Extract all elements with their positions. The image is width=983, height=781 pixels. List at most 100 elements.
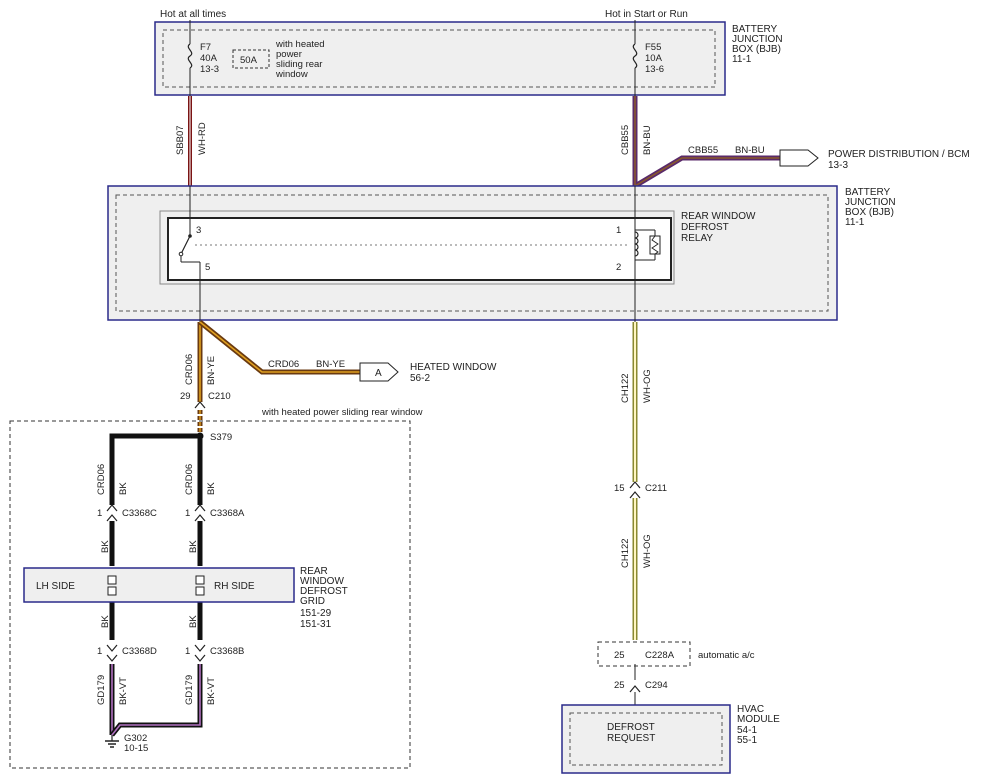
wire-ch122-bot-id: CH122 [620,538,631,568]
fuse-alt-note-3: sliding rear [276,59,322,70]
wire-crd06-lh-id: CRD06 [96,464,107,495]
c3368d-id: C3368D [122,646,157,657]
wire-crd06-h-id: CRD06 [268,359,299,370]
connector-c3368c-icon [106,504,118,522]
wire-gd179-rh-id: GD179 [184,675,195,705]
relay-pin-3: 3 [196,225,201,236]
grid-lh-side: LH SIDE [36,581,75,592]
c228a-pin: 25 [614,650,625,661]
wire-ch122-top-color: WH-OG [642,369,653,403]
ground-icon [105,735,119,748]
connector-c210-icon [194,401,206,409]
relay-pin-5: 5 [205,262,210,273]
c3368b-id: C3368B [210,646,244,657]
wire-ch122-top-id: CH122 [620,373,631,403]
grid-ref-1: 151-29 [300,608,332,619]
bjb-mid-name-4: 11-1 [845,217,865,228]
fuse-alt-rating: 50A [240,55,258,66]
power-distribution-ref: 13-3 [828,160,848,171]
grid-ref-2: 151-31 [300,619,332,630]
power-distribution-arrow-icon [779,149,819,167]
wire-bk-lh2: BK [100,540,111,553]
bjb-top-name-2: JUNCTION [732,34,783,45]
relay-name-2: DEFROST [681,222,729,233]
fuse-f7-icon [187,43,193,69]
hot-in-start-run-label: Hot in Start or Run [605,9,688,20]
relay-coil-icon [634,186,661,322]
c211-id: C211 [645,483,667,494]
relay-pin-1: 1 [616,225,621,236]
heated-window-connector: A [375,368,382,379]
ground-ref: 10-15 [124,743,148,754]
wire-crd06-rh-color: BK [206,482,217,495]
bjb-top-name-1: BATTERY [732,24,778,35]
fuse-f55-icon [632,43,638,69]
relay-name-1: REAR WINDOW [681,211,756,222]
hvac-request-2: REQUEST [607,733,655,744]
wire-crd06 [197,320,360,402]
wire-crd06-color: BN-YE [206,356,217,385]
wire-ch122-bot-color: WH-OG [642,534,653,568]
fuse-f7-rating: 40A [200,53,218,64]
bjb-top-name-4: 11-1 [732,54,752,65]
wire-crd06-rh-id: CRD06 [184,464,195,495]
connector-c3368b-icon [194,644,206,662]
c294-pin: 25 [614,680,625,691]
wire-gd179-lh-id: GD179 [96,675,107,705]
bjb-mid-name-3: BOX (BJB) [845,207,894,218]
grid-name-4: GRID [300,596,325,607]
fuse-f55-id: F55 [645,42,661,53]
wire-crd06-h-color: BN-YE [316,359,345,370]
c3368a-pin: 1 [185,508,190,519]
grid-name-3: DEFROST [300,586,348,597]
c3368d-pin: 1 [97,646,102,657]
wire-cbb55 [632,96,780,189]
c210-pin: 29 [180,391,191,402]
connector-c211-icon [629,481,641,499]
grid-rh-side: RH SIDE [214,581,255,592]
hvac-ref-2: 55-1 [737,735,757,746]
option-area [9,420,411,769]
fuse-f55-ref: 13-6 [645,64,664,75]
wire-bk-lh3: BK [100,615,111,628]
option-note: with heated power sliding rear window [261,407,423,418]
bjb-top-name-3: BOX (BJB) [732,44,781,55]
hvac-ref-1: 54-1 [737,725,757,736]
wire-bk-rh3: BK [188,615,199,628]
c228a-note: automatic a/c [698,650,755,661]
bjb-mid-name-1: BATTERY [845,187,891,198]
hvac-module [561,704,731,774]
bjb-mid [107,185,838,321]
power-distribution-label: POWER DISTRIBUTION / BCM [828,149,970,160]
heated-window-ref: 56-2 [410,373,430,384]
c3368b-pin: 1 [185,646,190,657]
connector-c3368d-icon [106,644,118,662]
c211-pin: 15 [614,483,625,494]
relay-name-3: RELAY [681,233,713,244]
wire-gd179-rh-color: BK-VT [206,677,217,705]
wire-crd06-id: CRD06 [184,354,195,385]
ground-id: G302 [124,733,147,744]
fuse-alt-note-2: power [276,49,302,60]
wire-cbb55-h-color: BN-BU [735,145,765,156]
wire-gd179 [109,664,203,737]
wire-sbb07-id: SBB07 [175,125,186,155]
bjb-top: BATTERY JUNCTION BOX (BJB) 11-1 [154,21,783,96]
splice-s379-icon [196,432,204,440]
connector-c228a-box [597,641,691,667]
fuse-f7-id: F7 [200,42,211,53]
heated-window-arrow-icon [359,362,399,382]
wire-cbb55-h-id: CBB55 [688,145,718,156]
grid-name-1: REAR [300,566,328,577]
fuse-f7-ref: 13-3 [200,64,219,75]
fuse-alt-note-1: with heated [275,39,325,50]
hot-at-all-times-label: Hot at all times [160,9,226,20]
wire-cbb55-id: CBB55 [620,125,631,155]
c228a-id: C228A [645,650,675,661]
splice-s379-id: S379 [210,432,232,443]
relay-switch-icon [178,186,201,322]
c3368c-id: C3368C [122,508,157,519]
hvac-name-1: HVAC [737,704,764,715]
c3368a-id: C3368A [210,508,245,519]
c210-id: C210 [208,391,231,402]
